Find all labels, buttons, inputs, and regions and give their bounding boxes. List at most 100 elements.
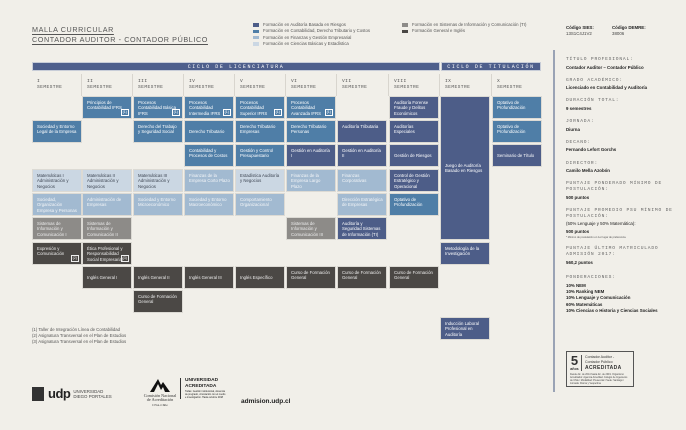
course-cell[interactable]: Derecho Tributario (184, 120, 234, 143)
legend-left: Formación en Auditoría Basada en Riesgos… (253, 22, 370, 47)
course-cell[interactable]: Derecho del Trabajo y Seguridad Social (133, 120, 183, 143)
course-name: Gestión y Control Presupuestario (240, 148, 274, 159)
course-cell[interactable]: Expresión y Comunicación(2) (32, 242, 82, 265)
course-cell[interactable]: Sistemas de Información y Comunicación I… (286, 217, 336, 240)
course-name: Optativo de Profundización (497, 100, 526, 111)
website-link[interactable]: admision.udp.cl (241, 398, 291, 405)
course-cell[interactable]: Gestión de Riesgos (389, 144, 439, 167)
course-cell[interactable]: Curso de Formación General (133, 290, 183, 313)
course-cell[interactable]: Auditorías Especiales (389, 120, 439, 143)
course-name: Sistemas de Información y Comunicación I… (87, 221, 118, 237)
course-name: Curso de Formación General (138, 294, 177, 305)
course-cell[interactable]: Inglés General I (82, 266, 132, 289)
semester-label: SEMESTRE (291, 85, 317, 90)
semester-label: SEMESTRE (37, 85, 63, 90)
course-cell[interactable]: Matemáticas I Administración y Negocios (32, 169, 82, 192)
course-cell[interactable]: Optativo de Profundización (492, 120, 542, 143)
cycle-licenciatura: CICLO DE LICENCIATURA (32, 62, 440, 71)
course-cell[interactable]: Gestión en Auditoría I (286, 144, 336, 167)
info-value: 500 puntos (566, 194, 590, 200)
course-cell[interactable]: Gestión y Control Presupuestario (235, 144, 285, 167)
course-cell[interactable]: Metodología de la Investigación (440, 242, 490, 265)
course-name: Sistemas de Información y Comunicación I (37, 221, 67, 237)
course-name: Expresión y Comunicación (37, 246, 65, 257)
course-cell[interactable]: Seminario de Título (492, 144, 542, 167)
course-name: Sistemas de Información y Comunicación I… (291, 221, 324, 237)
course-cell[interactable]: Procesos Contabilidad Superior IFRS(1) (235, 96, 285, 119)
course-name: Auditoría y Seguridad Sistemas de Inform… (342, 221, 381, 237)
swatch-icon (402, 29, 408, 34)
column-divider (285, 74, 286, 96)
course-cell[interactable]: Sistemas de Información y Comunicación I (32, 217, 82, 240)
info-item: DECANO:Fernando Lefort Gorchs (566, 140, 684, 154)
course-cell[interactable]: Finanzas de la Empresa Largo Plazo (286, 169, 336, 192)
course-cell[interactable]: Optativo de Profundización (389, 193, 439, 216)
info-item: PUNTAJE ÚLTIMO MATRICULADO ADMISIÓN 2017… (566, 246, 684, 266)
course-cell[interactable]: Inglés Específico (235, 266, 285, 289)
course-cell[interactable]: Sociedad, Organización Empresa y Persona… (32, 193, 82, 216)
course-cell[interactable]: Procesos Contabilidad Básica IFRS(1) (133, 96, 183, 119)
course-cell[interactable]: Auditoría Forense Fraude y Delitos Econó… (389, 96, 439, 119)
udp-logo: udp UNIVERSIDAD DIEGO PORTALES (32, 386, 112, 401)
course-cell[interactable]: Administración de Empresas (82, 193, 132, 216)
course-name: Finanzas Corporativas (342, 173, 367, 184)
course-cell[interactable]: Sociedad y Entorno Macroeconómico (184, 193, 234, 216)
course-cell[interactable]: Finanzas Corporativas (337, 169, 387, 192)
course-cell[interactable]: Contabilidad y Procesos de Costos (184, 144, 234, 167)
info-item: TÍTULO PROFESIONAL:Contador Auditor – Co… (566, 57, 684, 71)
course-cell[interactable]: Sociedad y Entorno Microeconómico (133, 193, 183, 216)
course-name: Inglés General II (138, 274, 170, 280)
course-cell[interactable]: Derecho Tributario Personas (286, 120, 336, 143)
course-cell[interactable]: Juego de Auditoría Basado en Riesgos (440, 96, 490, 240)
semester-label: SEMESTRE (240, 85, 266, 90)
course-cell[interactable]: Inglés General II (133, 266, 183, 289)
footnotes: (1) Taller de Integración Línea de Conta… (32, 327, 126, 345)
ponderacion-item: 10% Ciencias o Historia y Ciencias Socia… (566, 307, 658, 313)
page-title: MALLA CURRICULAR (32, 25, 114, 34)
course-cell[interactable]: Derecho Tributario Empresas (235, 120, 285, 143)
course-cell[interactable]: Inglés General III (184, 266, 234, 289)
course-name: Matemáticas I Administración y Negocios (37, 173, 69, 189)
course-cell[interactable]: Optativo de Profundización (492, 96, 542, 119)
footnote: (1) Taller de Integración Línea de Conta… (32, 327, 121, 332)
course-cell[interactable]: Principios de Contabilidad IFRS(1) (82, 96, 132, 119)
accreditation-status: ACREDITADA (585, 365, 622, 371)
ponderacion-item: 10% Lenguaje y Comunicación (566, 295, 631, 301)
course-cell[interactable]: Ética Profesional y Responsabilidad Soci… (82, 242, 132, 265)
info-value: Licenciado en Contabilidad y Auditoría (566, 85, 648, 91)
course-cell[interactable]: Dirección Estratégica de Empresas (337, 193, 387, 216)
course-cell[interactable]: Gestión en Auditoría II (337, 144, 387, 167)
course-cell[interactable]: Sociedad y Entorno Legal de la Empresa (32, 120, 82, 143)
page-subtitle: CONTADOR AUDITOR - CONTADOR PÚBLICO (32, 35, 208, 44)
info-sub: (50% Lenguaje y 50% Matemática): (566, 221, 636, 227)
semester-number: IV (189, 79, 196, 84)
info-label: JORNADA: (566, 119, 595, 125)
course-cell[interactable]: Estadística Auditoría y Negocios (235, 169, 285, 192)
course-cell[interactable]: Curso de Formación General (286, 266, 336, 289)
course-cell[interactable]: Comportamiento Organizacional (235, 193, 285, 216)
info-label: PUNTAJE PROMEDIO PSU MÍNIMO DE POSTULACI… (566, 207, 673, 219)
course-cell[interactable]: Sistemas de Información y Comunicación I… (82, 217, 132, 240)
course-cell[interactable]: Control de Gestión Estratégico y Operaci… (389, 169, 439, 192)
course-cell[interactable]: Auditoría y Seguridad Sistemas de Inform… (337, 217, 387, 240)
info-value: 9 semestres (566, 105, 592, 111)
course-cell[interactable]: Auditoría Tributaria (337, 120, 387, 143)
course-cell[interactable]: Matemáticas II Administración y Negocios (82, 169, 132, 192)
course-cell[interactable]: Finanzas de la Empresa Corto Plazo (184, 169, 234, 192)
course-cell[interactable]: Inducción Laboral Profesional en Auditor… (440, 317, 490, 340)
cna-mountain-icon (150, 379, 170, 392)
course-cell[interactable]: Curso de Formación General (337, 266, 387, 289)
info-value: 500 puntos (566, 229, 590, 235)
legend-label: Formación en Auditoría Basada en Riesgos (263, 22, 346, 27)
column-divider (336, 74, 337, 96)
legend-label: Formación en Ciencias Básicas y Estadíst… (263, 40, 349, 46)
course-cell[interactable]: Matemáticas III Administración y Negocio… (133, 169, 183, 192)
course-cell[interactable]: Curso de Formación General (389, 266, 439, 289)
info-item: PUNTAJE PROMEDIO PSU MÍNIMO DE POSTULACI… (566, 208, 684, 239)
course-cell[interactable]: Procesos Contabilidad Avanzada IFRS(1) (286, 96, 336, 119)
course-cell[interactable]: Procesos Contabilidad Intermedia IFRS(1) (184, 96, 234, 119)
semester-number: VI (291, 79, 298, 84)
